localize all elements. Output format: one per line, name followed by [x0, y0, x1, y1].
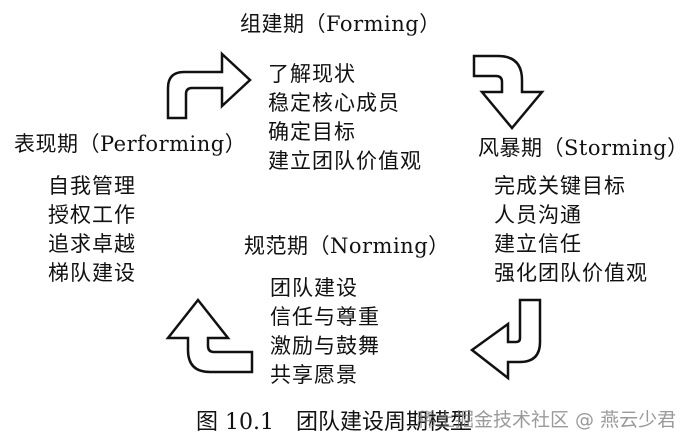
performing-item: 梯队建设	[48, 261, 136, 285]
figure-caption: 图 10.1 团队建设周期模型	[196, 404, 472, 436]
arrow-forming-to-storming-icon	[472, 54, 545, 130]
arrow-norming-to-performing-icon	[165, 297, 254, 374]
performing-item: 追求卓越	[48, 232, 136, 256]
storming-item: 建立信任	[494, 232, 582, 256]
storming-title: 风暴期（Storming）	[478, 136, 689, 160]
storming-item: 强化团队价值观	[494, 261, 648, 285]
figure-number: 图 10.1	[196, 410, 274, 435]
storming-item: 完成关键目标	[494, 174, 626, 198]
norming-item: 信任与尊重	[270, 305, 380, 329]
norming-item: 共享愿景	[270, 363, 358, 387]
arrow-storming-to-norming-icon	[469, 298, 542, 381]
forming-item: 稳定核心成员	[268, 91, 400, 115]
arrow-performing-to-forming-icon	[166, 51, 252, 120]
performing-item: 自我管理	[48, 174, 136, 198]
forming-item-list: 了解现状 稳定核心成员 确定目标 建立团队价值观	[268, 60, 422, 176]
forming-title: 组建期（Forming）	[240, 12, 441, 36]
forming-item: 确定目标	[268, 120, 356, 144]
performing-item-list: 自我管理 授权工作 追求卓越 梯队建设	[48, 172, 136, 288]
norming-item: 团队建设	[270, 276, 358, 300]
storming-item-list: 完成关键目标 人员沟通 建立信任 强化团队价值观	[494, 172, 648, 288]
norming-item: 激励与鼓舞	[270, 334, 380, 358]
watermark: 稀土掘金技术社区 @ 燕云少君	[417, 409, 677, 431]
figure-caption-text: 团队建设周期模型	[295, 410, 472, 435]
performing-item: 授权工作	[48, 203, 136, 227]
performing-title: 表现期（Performing）	[14, 132, 247, 156]
storming-item: 人员沟通	[494, 203, 582, 227]
norming-item-list: 团队建设 信任与尊重 激励与鼓舞 共享愿景	[270, 274, 380, 390]
norming-title: 规范期（Norming）	[244, 234, 450, 258]
forming-item: 建立团队价值观	[268, 149, 422, 173]
forming-item: 了解现状	[268, 62, 356, 86]
